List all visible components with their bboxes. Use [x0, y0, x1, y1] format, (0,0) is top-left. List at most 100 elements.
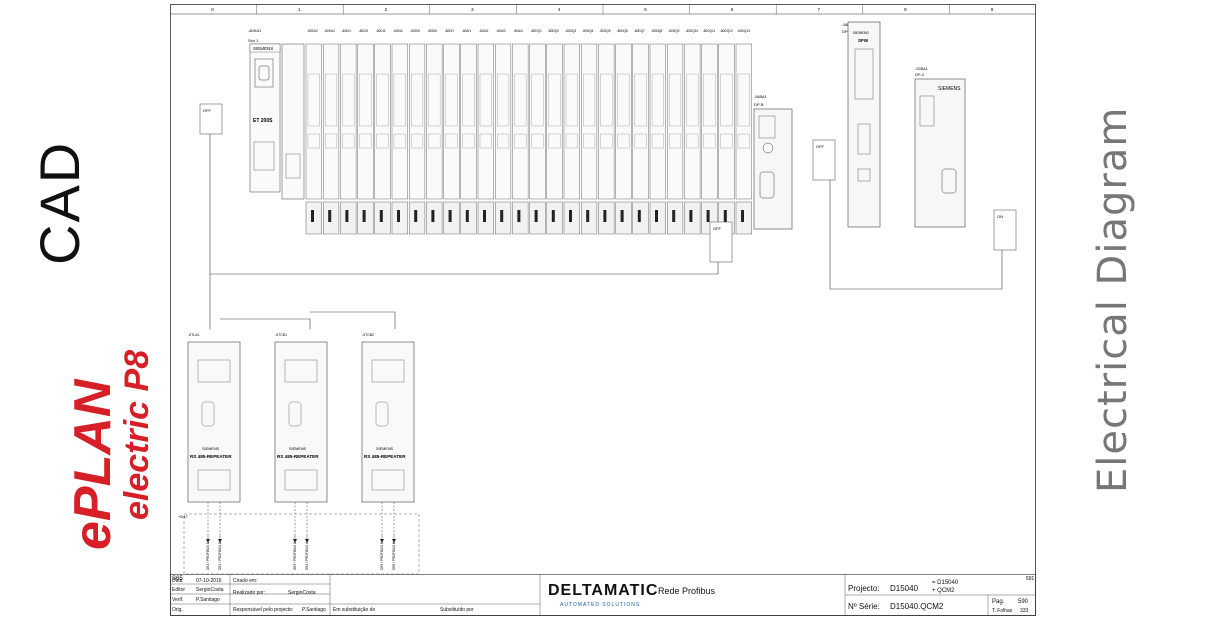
terminal-block	[649, 201, 666, 235]
io-module: -80DQ13	[735, 29, 752, 200]
terminal-block	[357, 201, 374, 235]
terminal-block	[408, 201, 426, 235]
repeater-name: RS 485-REPEATER	[190, 454, 232, 459]
terminal-strip	[305, 201, 752, 235]
io-module-tag: -80DQ9	[668, 29, 679, 33]
tb-sub-por: Substituído por	[440, 607, 474, 613]
terminal-block	[598, 201, 615, 235]
terminal-block	[340, 201, 357, 235]
terminal-block	[684, 201, 701, 235]
terminal-block	[529, 201, 546, 235]
io-module-tag: -80DQ10	[685, 29, 698, 33]
tb-row-2-label: Verif.	[172, 597, 184, 603]
repeater-name: RS 485-REPEATER	[364, 454, 406, 459]
connector-1: OFF	[199, 103, 223, 135]
io-module: -80DQ2	[546, 29, 563, 200]
eq2-value: + QCM2	[932, 588, 955, 594]
company-sub: AUTOMATED SOLUTIONS	[560, 602, 641, 608]
column-label: 3	[471, 7, 474, 12]
title-block: Data 07-10-2016 Editor SergioCosta Verif…	[170, 574, 1036, 616]
tb-row-1-value: SergioCosta	[196, 587, 224, 593]
tb-responsavel-val: P.Santiago	[302, 607, 326, 613]
io-module-tag: -80AI1	[462, 29, 472, 33]
io-module: -80KA2	[305, 29, 322, 200]
io-module: -80DQ7	[632, 29, 649, 200]
io-module: -80DQ8	[649, 29, 666, 200]
io-module-tag: -80KA3	[324, 29, 335, 33]
io-module-tag: -80DQ8	[651, 29, 662, 33]
cpu2-sub: DP-2	[915, 72, 925, 77]
et200s-station: -80KA1 Slot 1 SIEMENS ET 200S	[248, 28, 305, 200]
io-module: -80DQ3	[563, 29, 580, 200]
io-module-tag: -80DI2	[359, 29, 369, 33]
io-module: -80DI3	[374, 29, 391, 200]
io-module-tag: -80DQ6	[617, 29, 628, 33]
terminal-block	[477, 201, 494, 235]
io-module: -80KA3	[322, 29, 340, 200]
pag-value: 590	[1018, 599, 1029, 605]
connector-4: ON	[993, 209, 1017, 251]
sheet-code: S65	[172, 576, 183, 582]
bus-label: DE1 / PROFIBUS 1	[206, 542, 210, 570]
tb-row-3-label: Orig.	[172, 607, 183, 613]
company-logo: DELTAMATIC	[548, 582, 659, 599]
io-module-tag: -80DQ1	[531, 29, 542, 33]
tb-row-2-value: P.Santiago	[196, 597, 220, 603]
terminal-block	[615, 201, 632, 235]
eplan-brand-text: ePLAN	[64, 378, 122, 550]
io-module: -80DQ10	[684, 29, 701, 200]
io-module-tag: -80DQ12	[720, 29, 733, 33]
terminal-block	[322, 201, 340, 235]
terminal-block	[460, 201, 477, 235]
io-module-tag: -80DI3	[376, 29, 386, 33]
io-module-tag: -80DQ13	[737, 29, 750, 33]
sheet-number-right: 591	[1026, 576, 1035, 582]
svg-text:OFF: OFF	[816, 144, 825, 149]
tb-row-1-label: Editor	[172, 587, 186, 593]
repeater-brand: SIEMENS	[202, 447, 220, 451]
cpu-brand: SIEMENS	[853, 31, 869, 35]
io-module: -80AI2	[477, 29, 494, 200]
terminal-block	[581, 201, 598, 235]
io-module-tag: -80AI3	[496, 29, 506, 33]
terminal-block	[391, 201, 408, 235]
io-module-tag: -80DQ11	[703, 29, 716, 33]
io-module-tag: -80DI5	[410, 29, 420, 33]
column-label: 2	[385, 7, 388, 12]
repeater-brand: SIEMENS	[376, 447, 394, 451]
terminal-block	[632, 201, 649, 235]
column-label: 8	[904, 7, 907, 12]
left-branding: CAD ePLAN electric P8	[0, 0, 170, 619]
et200-slot-header: Slot 1	[248, 38, 259, 43]
tb-row-0-value: 07-10-2016	[196, 578, 222, 584]
io-module-tag: -80AI4	[513, 29, 523, 33]
dp-module-tag: -585A1	[754, 94, 768, 99]
terminal-block	[546, 201, 563, 235]
connector-2: OFF	[709, 221, 733, 263]
io-module: -80DI7	[443, 29, 460, 200]
terminal-block	[563, 201, 580, 235]
repeater-tag: -5TLA1	[188, 333, 200, 337]
serie-value: D15040.QCM2	[890, 602, 944, 611]
cpu2-module: -535A1 DP-2 SIEMENS	[914, 66, 966, 228]
terminal-block	[735, 201, 752, 235]
pag-label: Pag.	[992, 599, 1005, 605]
svg-text:OFF: OFF	[203, 108, 212, 113]
bus-label: DE4 / PROFIBUS 4	[305, 542, 309, 570]
column-label: 7	[818, 7, 821, 12]
cpu2-brand: SIEMENS	[938, 86, 961, 92]
cpu-name: SFW	[858, 38, 869, 43]
repeater-brand: SIEMENS	[289, 447, 307, 451]
io-module: -80DQ9	[667, 29, 684, 200]
tb-row-0-label: Data	[172, 578, 183, 584]
terminal-block	[374, 201, 391, 235]
repeater-tag: -5TCB2	[362, 333, 374, 337]
electrical-diagram-label: Electrical Diagram	[1090, 106, 1136, 494]
column-label: 6	[731, 7, 734, 12]
repeater-tag: -5TCB1	[275, 333, 287, 337]
cad-label: CAD	[28, 140, 91, 265]
